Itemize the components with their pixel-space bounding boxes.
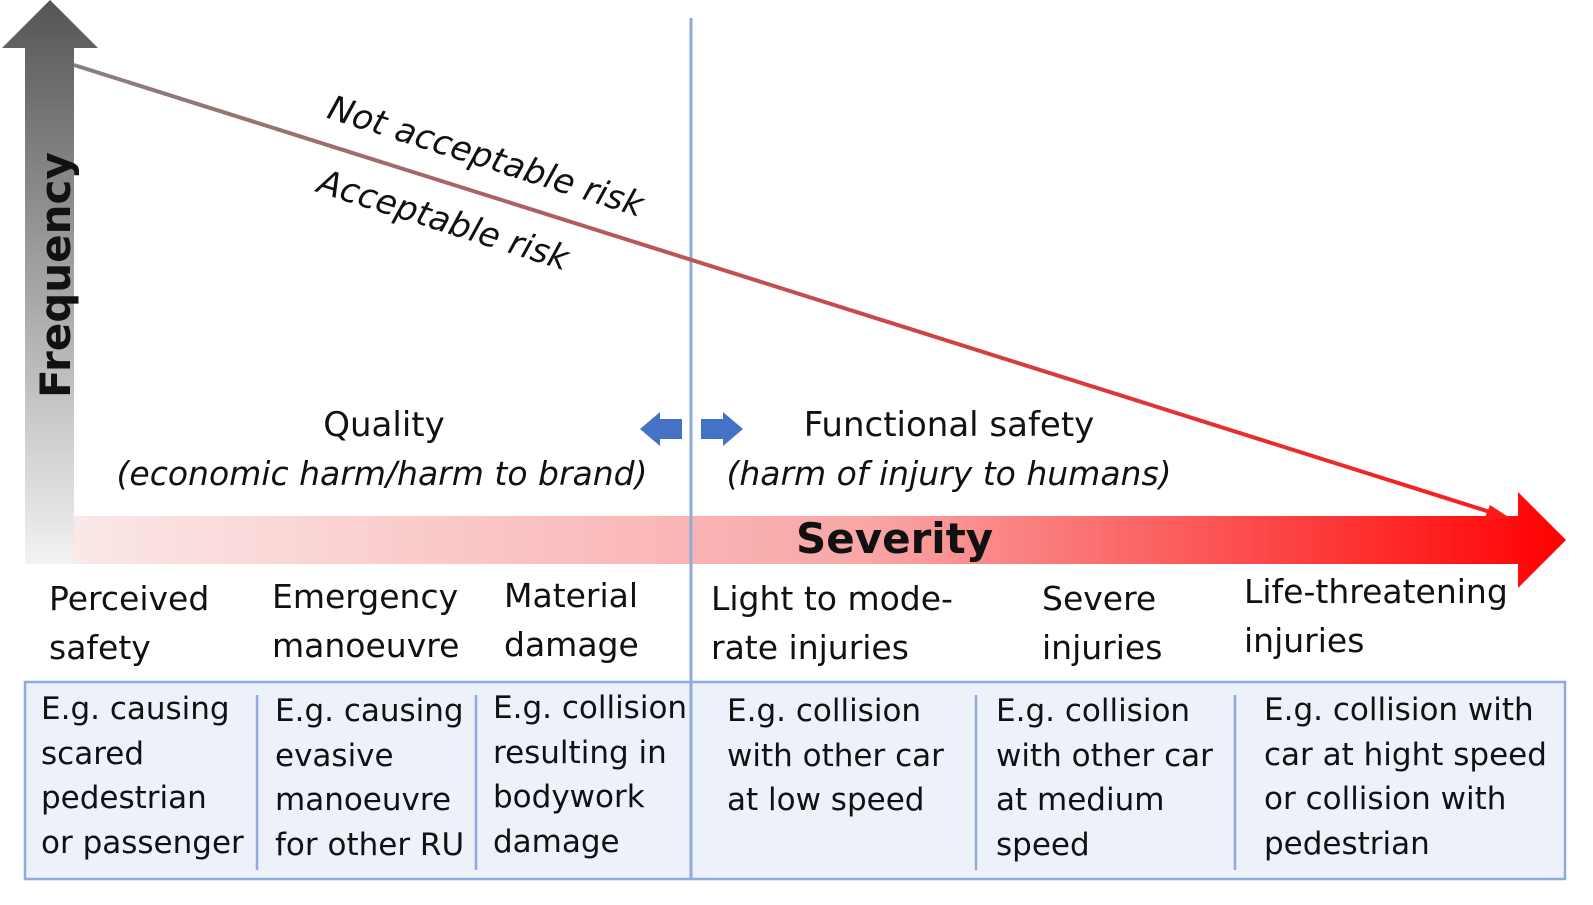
category-material-damage: Material damage <box>504 571 639 669</box>
example-line: damage <box>493 823 620 860</box>
example-line: scared <box>41 735 145 772</box>
example-line: bodywork <box>493 779 645 815</box>
example-line: or collision with <box>1264 781 1507 817</box>
example-line: with other car <box>727 737 944 774</box>
category-life-threatening-injuries: Life-threatening injuries <box>1244 567 1508 665</box>
category-line: Emergency <box>272 577 459 616</box>
example-cell: E.g. collision with other car at low spe… <box>727 689 944 874</box>
example-line: E.g. causing <box>41 691 230 727</box>
example-line: resulting in <box>493 734 667 771</box>
example-line: with other car <box>996 737 1213 774</box>
example-line: E.g. collision <box>996 693 1191 729</box>
functional-safety-subtitle: (harm of injury to humans) <box>726 454 1172 493</box>
example-cell: E.g. collision with other car at medium … <box>996 689 1213 874</box>
quality-subtitle: (economic harm/harm to brand) <box>116 454 648 493</box>
example-line: E.g. collision with <box>1264 692 1534 728</box>
example-line: manoeuvre <box>275 782 452 818</box>
category-perceived-safety: Perceived safety <box>49 574 209 672</box>
category-line: Severe <box>1042 579 1157 618</box>
example-line: at medium <box>996 782 1165 818</box>
quality-title: Quality <box>323 405 445 445</box>
example-line: speed <box>996 826 1090 863</box>
category-line: manoeuvre <box>272 626 460 665</box>
frequency-axis-arrow <box>2 0 98 564</box>
example-line: or passenger <box>41 824 244 861</box>
risk-boundary-line <box>73 63 1491 514</box>
example-line: pedestrian <box>41 780 207 816</box>
category-light-moderate-injuries: Light to mode- rate injuries <box>711 574 953 672</box>
example-line: E.g. causing <box>275 693 464 729</box>
category-line: Perceived <box>49 579 210 618</box>
example-line: pedestrian <box>1264 825 1430 862</box>
example-cell: E.g. collision resulting in bodywork dam… <box>493 686 687 871</box>
frequency-axis-label: Frequency <box>31 152 80 398</box>
category-line: Life-threatening <box>1244 572 1508 611</box>
category-line: damage <box>504 625 639 664</box>
example-line: for other RU <box>275 826 465 863</box>
risk-boundary-arrowhead <box>1484 505 1510 520</box>
example-cell: E.g. collision with car at hight speed o… <box>1264 688 1547 873</box>
example-line: car at hight speed <box>1264 736 1547 773</box>
functional-safety-title: Functional safety <box>803 405 1095 445</box>
example-line: E.g. collision <box>727 693 922 729</box>
category-line: Material <box>504 576 639 615</box>
example-line: evasive <box>275 737 394 774</box>
category-line: injuries <box>1244 621 1365 660</box>
category-severe-injuries: Severe injuries <box>1042 574 1162 672</box>
category-line: injuries <box>1042 628 1163 667</box>
category-line: Light to mode- <box>711 579 953 618</box>
examples-table <box>23 680 1567 881</box>
example-cell: E.g. causing scared pedestrian or passen… <box>41 687 244 872</box>
category-emergency-manoeuvre: Emergency manoeuvre <box>272 572 459 670</box>
severity-axis-label: Severity <box>796 514 994 563</box>
severity-axis-arrow <box>25 492 1566 588</box>
example-line: E.g. collision <box>493 690 688 726</box>
example-cell: E.g. causing evasive manoeuvre for other… <box>275 689 464 874</box>
example-line: at low speed <box>727 782 925 818</box>
left-arrow-icon <box>640 412 682 446</box>
category-line: safety <box>49 628 151 667</box>
right-arrow-icon <box>701 412 743 446</box>
category-line: rate injuries <box>711 628 909 667</box>
